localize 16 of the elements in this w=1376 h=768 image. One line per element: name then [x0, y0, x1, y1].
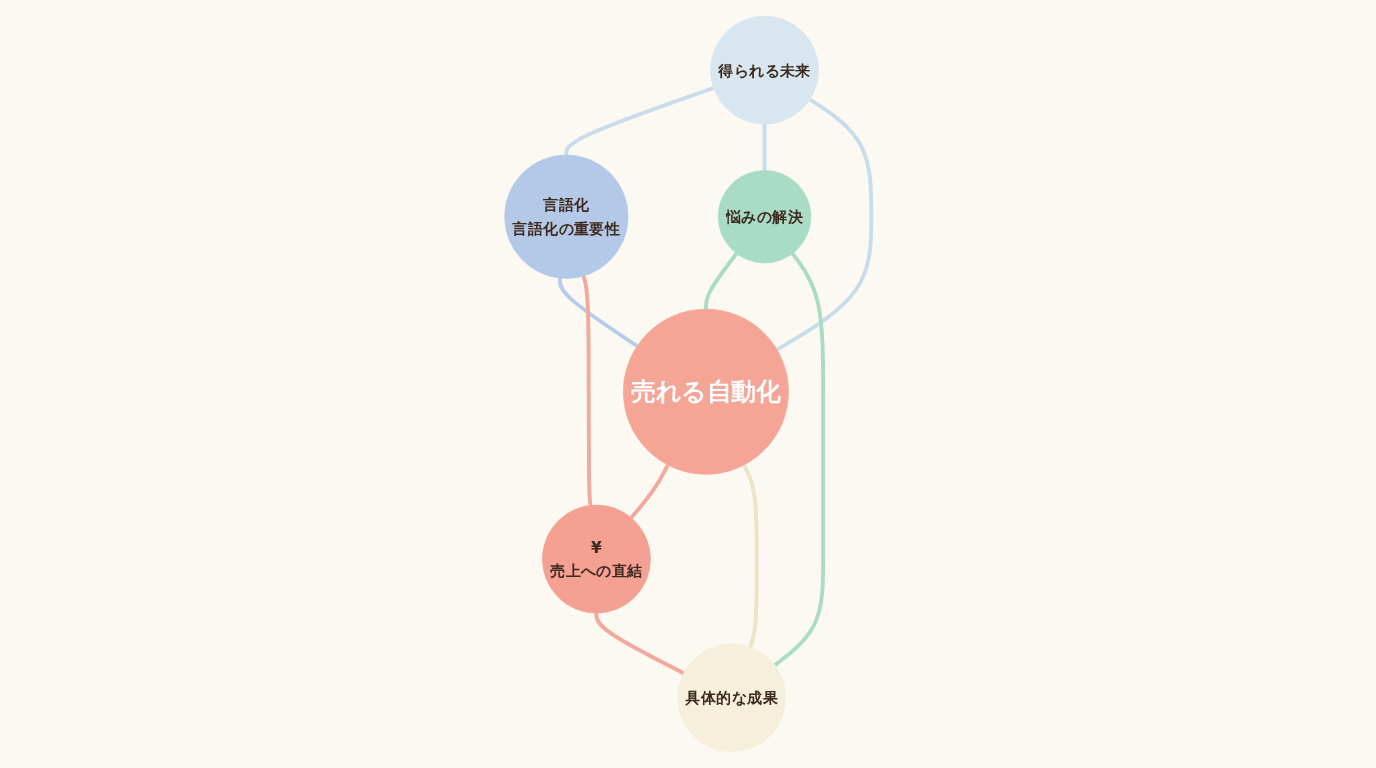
connector: [762, 124, 767, 171]
node-circle: 具体的な成果: [677, 643, 787, 753]
connector: [564, 86, 715, 155]
connector: [704, 252, 739, 310]
connector: [629, 464, 670, 520]
connector: [594, 613, 685, 675]
connector: [775, 97, 874, 352]
connector: [558, 277, 639, 348]
node-circle: 得られる未来: [710, 15, 819, 125]
connector: [742, 464, 759, 648]
node-circle: 言語化 言語化の重要性: [504, 154, 629, 279]
node-circle: 売れる自動化: [623, 308, 789, 475]
node-circle: ¥ 売上への直結: [542, 504, 651, 614]
node-circle: 悩みの解決: [717, 170, 812, 264]
connector: [773, 252, 826, 667]
connector: [581, 275, 593, 506]
